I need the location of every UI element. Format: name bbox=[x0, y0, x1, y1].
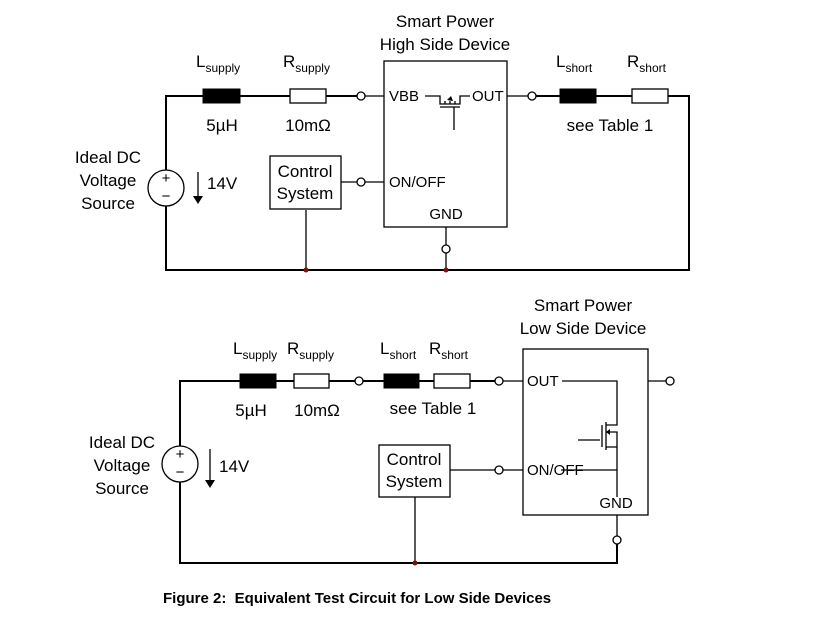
top-control-label-2: System bbox=[277, 184, 334, 203]
bottom-r-short-resistor bbox=[433, 373, 471, 389]
top-junction-dot-gnd bbox=[443, 267, 449, 273]
bottom-l-supply-inductor bbox=[239, 373, 277, 389]
top-pin-gnd-label: GND bbox=[429, 206, 463, 223]
top-r-supply-resistor bbox=[289, 88, 327, 104]
bottom-r-supply-label: Rsupply bbox=[287, 339, 334, 362]
bottom-pin-onoff-label: ON/OFF bbox=[527, 462, 584, 479]
top-gnd-pin bbox=[441, 244, 451, 254]
bottom-l-short-inductor bbox=[383, 373, 420, 389]
bottom-supply-wire bbox=[179, 380, 496, 446]
top-pin-out-label: OUT bbox=[472, 88, 504, 105]
bottom-voltage-source bbox=[161, 445, 199, 483]
top-source-label-3: Source bbox=[81, 194, 135, 213]
top-l-supply-label: Lsupply bbox=[196, 52, 240, 75]
top-resistance-value: 10mΩ bbox=[285, 116, 331, 135]
bottom-source-voltage: 14V bbox=[219, 457, 250, 476]
top-out-pin bbox=[527, 91, 537, 101]
bottom-r-supply-resistor bbox=[293, 373, 330, 389]
low-side-device-box bbox=[522, 348, 649, 516]
bottom-short-value: see Table 1 bbox=[390, 399, 477, 418]
bottom-pin-out-label: OUT bbox=[527, 373, 559, 390]
top-supply-wire bbox=[165, 95, 358, 170]
bottom-inductance-value: 5µH bbox=[235, 401, 267, 420]
top-short-value: see Table 1 bbox=[567, 116, 654, 135]
bottom-control-system-box bbox=[378, 444, 451, 498]
bottom-l-supply-label: Lsupply bbox=[233, 339, 277, 362]
top-r-short-resistor bbox=[631, 88, 669, 104]
top-mosfet-arrow-icon bbox=[447, 96, 453, 101]
high-side-circuit bbox=[147, 60, 690, 273]
top-r-supply-label: Rsupply bbox=[283, 52, 330, 75]
top-source-label-2: Voltage bbox=[80, 171, 137, 190]
bottom-control-label-2: System bbox=[386, 472, 443, 491]
top-source-voltage: 14V bbox=[207, 174, 238, 193]
bottom-device-title-1: Smart Power bbox=[534, 296, 633, 315]
top-source-label-1: Ideal DC bbox=[75, 148, 141, 167]
top-pin-onoff-label: ON/OFF bbox=[389, 174, 446, 191]
bottom-l-short-label: Lshort bbox=[380, 339, 417, 362]
bottom-source-minus: − bbox=[176, 464, 185, 481]
top-l-supply-inductor bbox=[202, 88, 241, 104]
top-return-wire bbox=[165, 95, 690, 271]
bottom-r-short-label: Rshort bbox=[429, 339, 469, 362]
bottom-resistance-value: 10mΩ bbox=[294, 401, 340, 420]
bottom-source-label-1: Ideal DC bbox=[89, 433, 155, 452]
top-l-short-inductor bbox=[559, 88, 597, 104]
top-device-title-1: Smart Power bbox=[396, 12, 495, 31]
bottom-mosfet-arrow-icon bbox=[606, 429, 610, 435]
top-inductance-value: 5µH bbox=[206, 116, 238, 135]
top-mosfet-icon bbox=[425, 95, 470, 130]
bottom-out-pin bbox=[494, 376, 504, 386]
top-device-title-2: High Side Device bbox=[380, 35, 510, 54]
top-voltage-source bbox=[147, 169, 185, 207]
bottom-gnd-pin bbox=[612, 535, 622, 545]
bottom-mid-pin bbox=[354, 376, 364, 386]
bottom-source-plus: + bbox=[176, 446, 185, 463]
top-voltage-arrowhead bbox=[193, 196, 203, 204]
bottom-device-title-2: Low Side Device bbox=[520, 319, 647, 338]
bottom-control-label-1: Control bbox=[387, 450, 442, 469]
top-control-label-1: Control bbox=[278, 162, 333, 181]
top-r-short-label: Rshort bbox=[627, 52, 667, 75]
bottom-onoff-pin bbox=[494, 465, 504, 475]
top-vbb-pin bbox=[356, 91, 366, 101]
figure-caption: Figure 2: Equivalent Test Circuit for Lo… bbox=[163, 590, 551, 607]
bottom-junction-dot bbox=[412, 560, 418, 566]
top-junction-dot bbox=[303, 267, 309, 273]
bottom-source-label-2: Voltage bbox=[94, 456, 151, 475]
bottom-pin-gnd-label: GND bbox=[599, 495, 633, 512]
bottom-source-label-3: Source bbox=[95, 479, 149, 498]
top-l-short-label: Lshort bbox=[556, 52, 593, 75]
top-source-minus: − bbox=[162, 188, 171, 205]
bottom-voltage-arrowhead bbox=[205, 480, 215, 488]
top-control-system-box bbox=[269, 155, 342, 210]
bottom-output-terminal bbox=[665, 376, 675, 386]
high-side-device-box bbox=[383, 60, 508, 228]
low-side-circuit bbox=[161, 348, 675, 566]
top-onoff-pin bbox=[356, 177, 366, 187]
bottom-mosfet-icon bbox=[561, 380, 618, 497]
bottom-return-wire bbox=[179, 482, 618, 564]
top-source-plus: + bbox=[162, 170, 171, 187]
top-pin-vbb-label: VBB bbox=[389, 88, 419, 105]
